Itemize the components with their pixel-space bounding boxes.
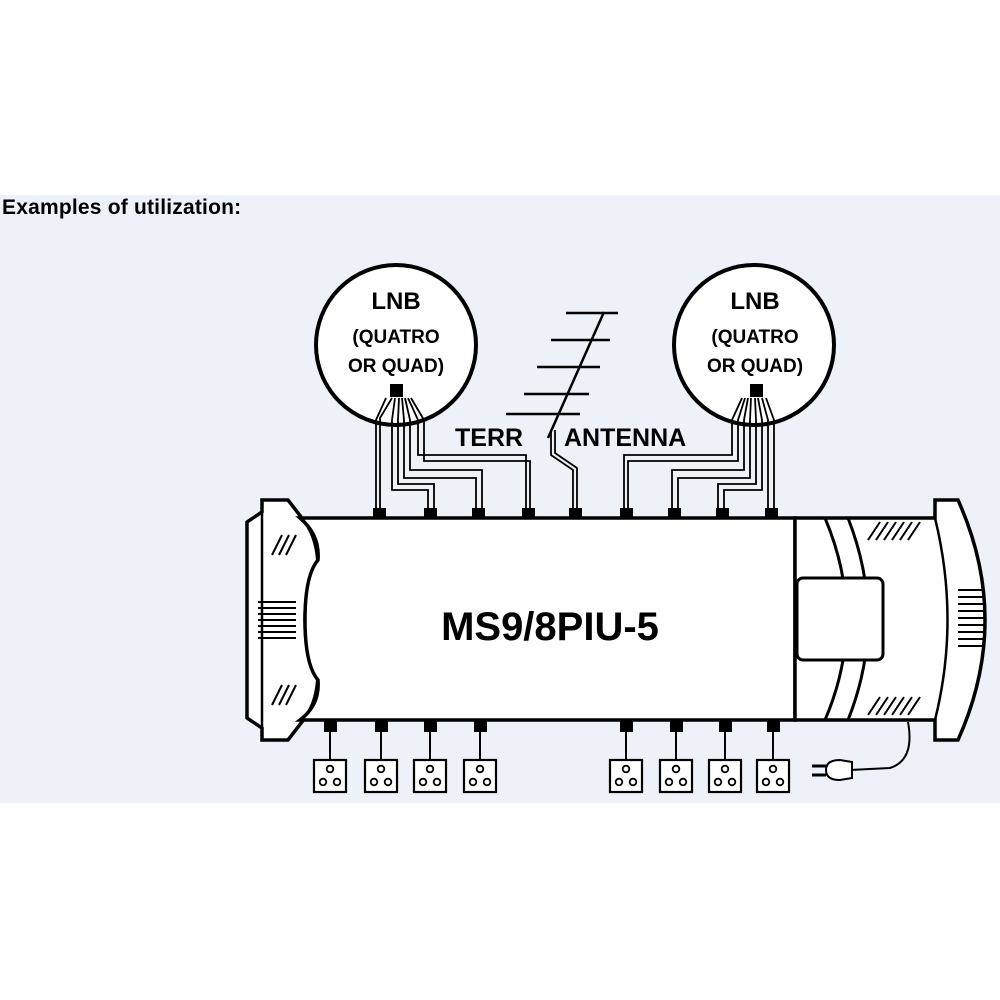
lnb-right-port-icon [750,384,763,397]
page-heading: Examples of utilization: [2,196,242,219]
lnb-right-title: LNB [730,288,779,315]
output-connector [767,720,780,732]
tv-socket-icon [363,758,399,794]
output-connector [324,720,337,732]
tv-socket-icon [755,758,791,794]
tv-socket-icon [707,758,743,794]
power-module [795,576,885,662]
output-connector [670,720,683,732]
tv-socket-icon [412,758,448,794]
left-cap-vent-icon [258,534,297,706]
power-cable [849,721,911,771]
outputs-left [312,720,498,794]
right-end-cap [793,498,987,742]
lnb-right-cables [623,397,775,510]
output-connector [474,720,487,732]
output-connector [424,720,437,732]
lnb-left: LNB (QUATRO OR QUAD) [314,263,478,427]
lnb-left-circle [314,263,478,427]
antenna-cable [550,430,578,510]
output-connector [620,720,633,732]
yagi-antenna-icon [506,311,618,439]
tv-socket-icon [658,758,694,794]
lnb-right-circle [672,263,836,427]
tv-socket-icon [608,758,644,794]
power-plug-icon [812,721,911,782]
tv-socket-icon [462,758,498,794]
lnb-right-line1: (QUATRO [711,327,798,348]
lnb-left-line1: (QUATRO [352,327,439,348]
device-body [294,516,797,722]
output-connector [375,720,388,732]
lnb-left-line2: OR QUAD) [348,356,444,377]
lnb-left-title: LNB [371,288,420,315]
lnb-right-line2: OR QUAD) [707,356,803,377]
lnb-right: LNB (QUATRO OR QUAD) [672,263,836,427]
outputs-right [608,720,791,794]
terr-label: TERR [455,424,523,452]
output-connector [719,720,732,732]
right-cap-vent-icon [867,521,985,716]
device-model-label: MS9/8PIU-5 [441,605,659,649]
tv-socket-icon [312,758,348,794]
antenna-label: ANTENNA [564,424,686,452]
multiswitch-device: MS9/8PIU-5 [245,498,987,742]
lnb-left-port-icon [390,384,403,397]
lnb-left-cables [375,397,531,510]
